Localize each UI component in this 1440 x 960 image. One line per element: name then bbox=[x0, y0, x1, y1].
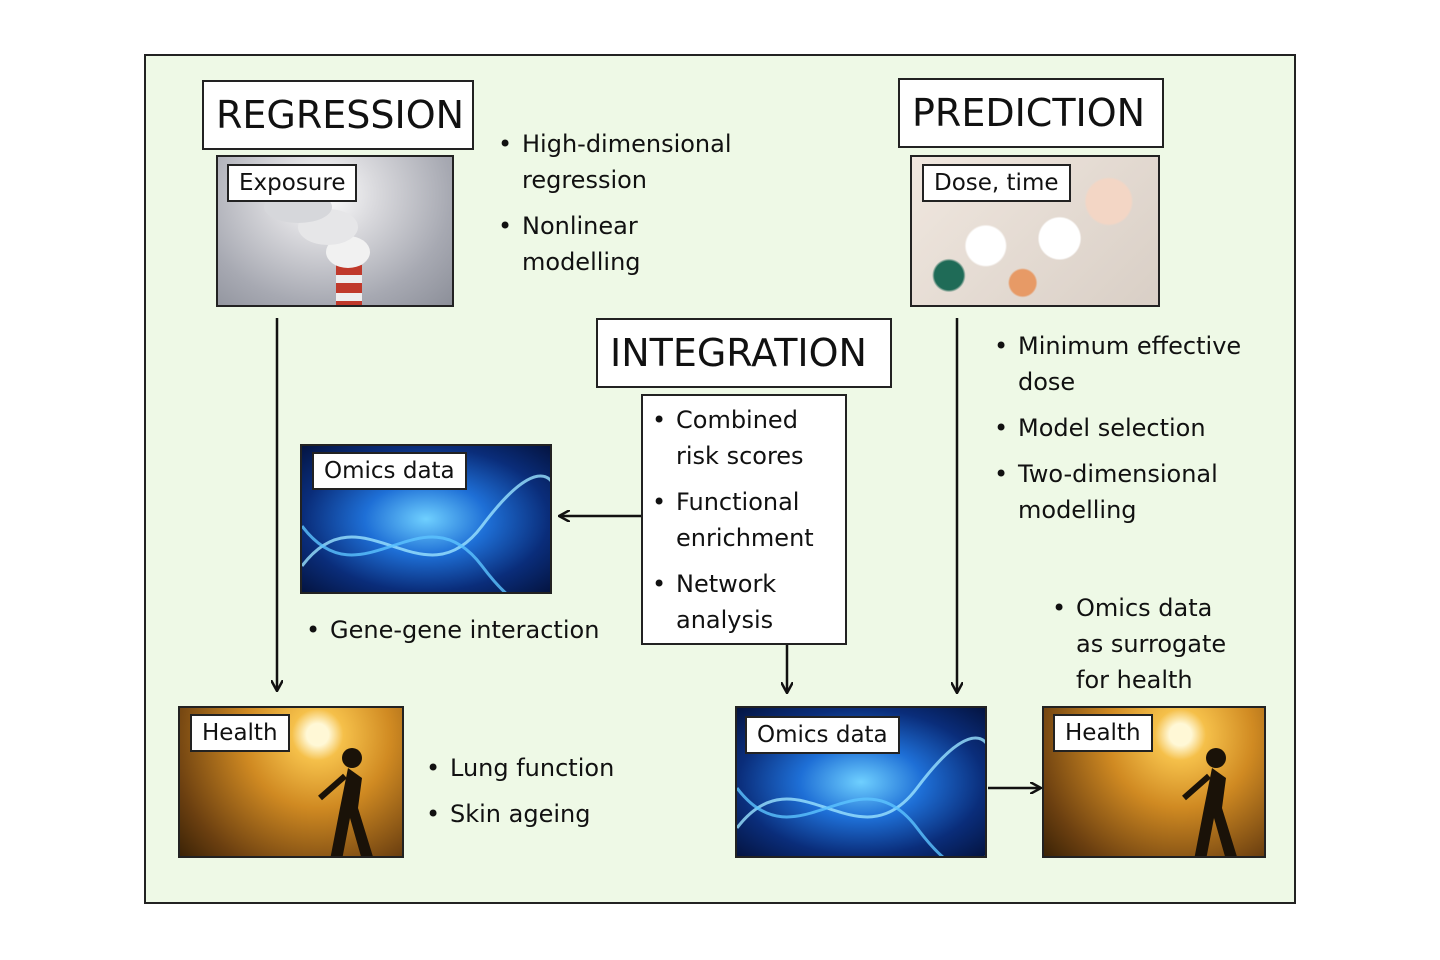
exposure-label: Exposure bbox=[227, 164, 358, 202]
prediction-bullet-2: Model selection bbox=[994, 410, 1274, 446]
health-left-bullet-1: Lung function bbox=[426, 750, 666, 786]
prediction-bullet-3: Two-dimensional modelling bbox=[994, 456, 1274, 528]
omics-left-bullet-1: Gene-gene interaction bbox=[306, 612, 636, 648]
prediction-title: PREDICTION bbox=[898, 78, 1164, 148]
regression-title: REGRESSION bbox=[202, 80, 474, 150]
health-left-bullets: Lung function Skin ageing bbox=[426, 750, 666, 842]
runner-icon bbox=[318, 748, 373, 856]
health-right-label: Health bbox=[1053, 714, 1153, 752]
regression-bullet-2: Nonlinear modelling bbox=[498, 208, 758, 280]
integration-bullet-2: Functional enrichment bbox=[652, 484, 842, 556]
integration-title: INTEGRATION bbox=[596, 318, 892, 388]
regression-bullet-1: High-dimensional regression bbox=[498, 126, 758, 198]
regression-bullets: High-dimensional regression Nonlinear mo… bbox=[498, 126, 758, 290]
health-right-bullets: Omics data as surrogate for health bbox=[1052, 590, 1242, 708]
integration-bullet-3: Network analysis bbox=[652, 566, 842, 638]
dose-time-label: Dose, time bbox=[922, 164, 1071, 202]
dna-helix-icon bbox=[737, 736, 985, 856]
prediction-bullet-1: Minimum effective dose bbox=[994, 328, 1274, 400]
omics-left-bullets: Gene-gene interaction bbox=[306, 612, 636, 658]
omics-left-label: Omics data bbox=[312, 452, 467, 490]
exposure-image bbox=[216, 155, 454, 307]
omics-right-label: Omics data bbox=[745, 716, 900, 754]
prediction-bullets: Minimum effective dose Model selection T… bbox=[994, 328, 1274, 538]
health-left-label: Health bbox=[190, 714, 290, 752]
integration-bullet-1: Combined risk scores bbox=[652, 402, 842, 474]
runner-icon bbox=[1182, 748, 1237, 856]
health-right-bullet-1: Omics data as surrogate for health bbox=[1052, 590, 1242, 698]
integration-bullets: Combined risk scores Functional enrichme… bbox=[652, 402, 842, 648]
dna-helix-icon bbox=[302, 474, 550, 592]
health-left-bullet-2: Skin ageing bbox=[426, 796, 666, 832]
